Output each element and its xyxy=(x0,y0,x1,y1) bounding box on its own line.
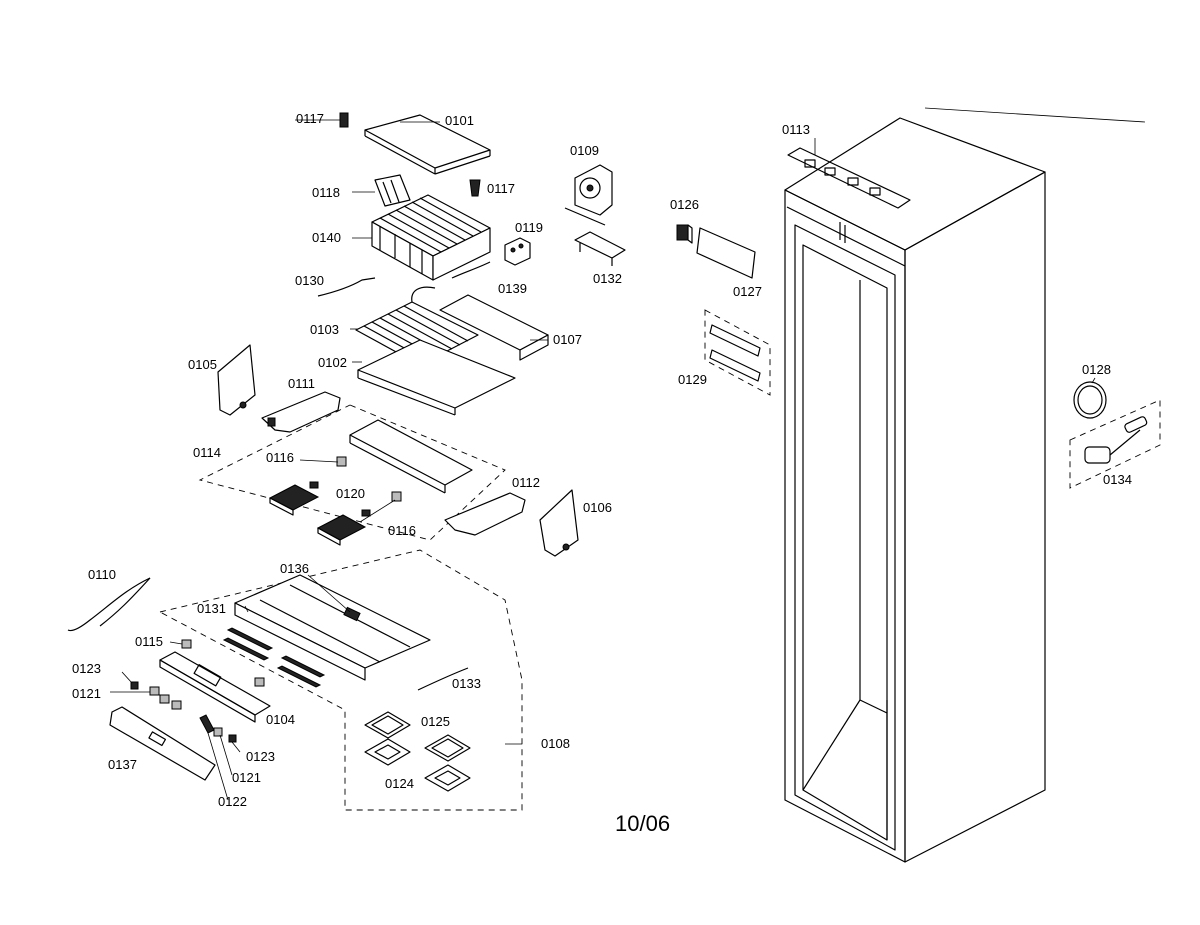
part-0133-wire xyxy=(417,667,469,691)
label-0108: 0108 xyxy=(541,736,570,751)
part-0134-lamp-socket xyxy=(1069,399,1161,489)
part-0107-duct xyxy=(439,294,549,361)
part-0118-bracket xyxy=(374,174,411,207)
part-0106-side-bracket xyxy=(539,489,579,557)
part-0123-screw-b xyxy=(228,734,237,743)
part-0117-screw-top xyxy=(339,112,349,128)
part-0114-mount-plate xyxy=(349,419,473,494)
label-0131: 0131 xyxy=(197,601,226,616)
part-0108-assembly-outline xyxy=(159,549,523,811)
label-0113: 0113 xyxy=(782,122,810,137)
part-0124-pad-a xyxy=(364,738,411,766)
label-0140: 0140 xyxy=(312,230,341,245)
part-0125-pad-b xyxy=(424,734,471,762)
label-0111: 0111 xyxy=(288,376,315,391)
label-0104: 0104 xyxy=(266,712,295,727)
label-0121-b: 0121 xyxy=(232,770,261,785)
part-0140-evaporator-coil xyxy=(371,194,491,281)
part-0129-strips xyxy=(704,309,771,396)
part-0109-fan-motor xyxy=(564,164,613,226)
label-0128: 0128 xyxy=(1082,362,1111,377)
part-0117-clip xyxy=(469,179,481,197)
part-0124-pad-b xyxy=(424,764,471,792)
part-0116-foot-a xyxy=(268,484,320,516)
label-0125: 0125 xyxy=(421,714,450,729)
label-0134: 0134 xyxy=(1103,472,1132,487)
part-0128-ring xyxy=(1073,381,1107,419)
part-0102-drain-tray xyxy=(357,339,516,416)
label-0107: 0107 xyxy=(553,332,582,347)
part-0116-foot-b xyxy=(316,514,367,546)
label-0133: 0133 xyxy=(452,676,481,691)
part-labels: 0117 0101 0118 0117 0109 0140 0119 0130 … xyxy=(72,111,1132,809)
label-0132: 0132 xyxy=(593,271,622,286)
label-0126: 0126 xyxy=(670,197,699,212)
part-0137-faceplate xyxy=(109,706,216,781)
label-0105: 0105 xyxy=(188,357,217,372)
part-0123-screw-a xyxy=(130,681,139,690)
part-0127-cover-panel xyxy=(696,227,756,279)
label-0122: 0122 xyxy=(218,794,247,809)
part-0104-control-panel xyxy=(159,651,271,723)
label-0101: 0101 xyxy=(445,113,474,128)
part-0113-top-bracket xyxy=(787,147,911,209)
label-0115: 0115 xyxy=(135,634,163,649)
label-0130: 0130 xyxy=(295,273,324,288)
label-0116-b: 0116 xyxy=(388,523,416,538)
label-0109: 0109 xyxy=(570,143,599,158)
part-0139-sensor-wire xyxy=(451,261,491,279)
label-0117-a: 0117 xyxy=(296,111,324,126)
part-0122-clip xyxy=(199,714,215,734)
label-0124: 0124 xyxy=(385,776,414,791)
part-0116-nut-a xyxy=(336,456,347,467)
label-0129: 0129 xyxy=(678,372,707,387)
date-code: 10/06 xyxy=(615,811,670,836)
part-0114-assembly-outline xyxy=(198,404,506,541)
part-0111-rail xyxy=(261,391,341,433)
part-0136-control-housing xyxy=(234,574,431,681)
label-0120: 0120 xyxy=(336,486,365,501)
part-0121-button-b xyxy=(213,727,223,737)
part-0121-buttons-a xyxy=(149,686,182,710)
part-0110-wire-harness xyxy=(67,577,151,632)
label-0102: 0102 xyxy=(318,355,347,370)
leader-lines xyxy=(110,119,1096,801)
label-0119: 0119 xyxy=(515,220,543,235)
label-0103: 0103 xyxy=(310,322,339,337)
part-0119-terminal-block xyxy=(504,237,531,266)
label-0114: 0114 xyxy=(193,445,221,460)
label-0106: 0106 xyxy=(583,500,612,515)
label-0136: 0136 xyxy=(280,561,309,576)
part-0105-side-bracket xyxy=(217,344,256,416)
part-0116-nut-b xyxy=(391,491,402,502)
part-0131-light-strips xyxy=(222,627,326,688)
part-0126-switch xyxy=(676,224,693,244)
part-0101-cover xyxy=(364,114,491,175)
label-0110: 0110 xyxy=(88,567,116,582)
label-0121-a: 0121 xyxy=(72,686,101,701)
label-0127: 0127 xyxy=(733,284,762,299)
label-0139: 0139 xyxy=(498,281,527,296)
label-0137: 0137 xyxy=(108,757,137,772)
label-0117-b: 0117 xyxy=(487,181,515,196)
part-0112-rail xyxy=(444,492,526,536)
label-0123-a: 0123 xyxy=(72,661,101,676)
label-0116-a: 0116 xyxy=(266,450,294,465)
label-0118: 0118 xyxy=(312,185,340,200)
part-0132-handle xyxy=(574,231,626,266)
part-0120-bolt xyxy=(309,481,371,517)
cabinet-body xyxy=(784,107,1146,863)
part-0130-sensor-wire xyxy=(317,277,376,297)
part-0125-pad-a xyxy=(364,711,411,739)
label-0123-b: 0123 xyxy=(246,749,275,764)
label-0112: 0112 xyxy=(512,475,540,490)
